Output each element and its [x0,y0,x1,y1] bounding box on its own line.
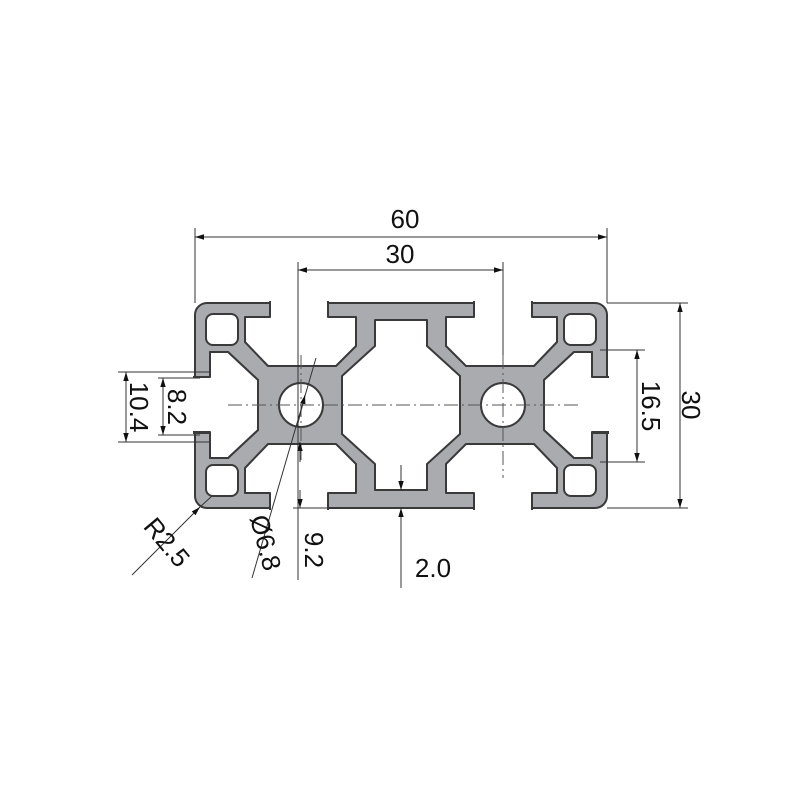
slot-top-left-mirror-bottom [244,443,357,510]
slot-top-left-mirror-right [445,301,558,367]
corner-hole-top-right [563,313,597,346]
dim-slot-opening-outer: 10.4 [124,382,154,433]
dim-slot-opening-inner: 8.2 [162,389,192,425]
dim-wall-thickness: 2.0 [415,553,451,583]
slot-left-mirror-bottom [193,351,259,459]
dim-leader-radius [131,506,201,576]
slot-top-left-mirror-bottom-right [445,443,558,510]
dim-overall-height: 30 [676,391,706,420]
dim-slot-depth: 9.2 [299,532,329,568]
corner-hole-bottom-right [563,464,597,497]
dim-leader-diameter [251,357,317,579]
dim-slot-inner: 16.5 [636,381,666,432]
corner-hole-top-left [205,313,239,346]
dim-hole-diameter: Ø6.8 [244,512,288,574]
dim-hole-spacing: 30 [386,239,415,269]
dim-overall-width: 60 [391,204,420,234]
slot-top-left [244,301,357,367]
dim-corner-radius: R2.5 [138,512,196,573]
corner-hole-bottom-left [205,464,239,497]
